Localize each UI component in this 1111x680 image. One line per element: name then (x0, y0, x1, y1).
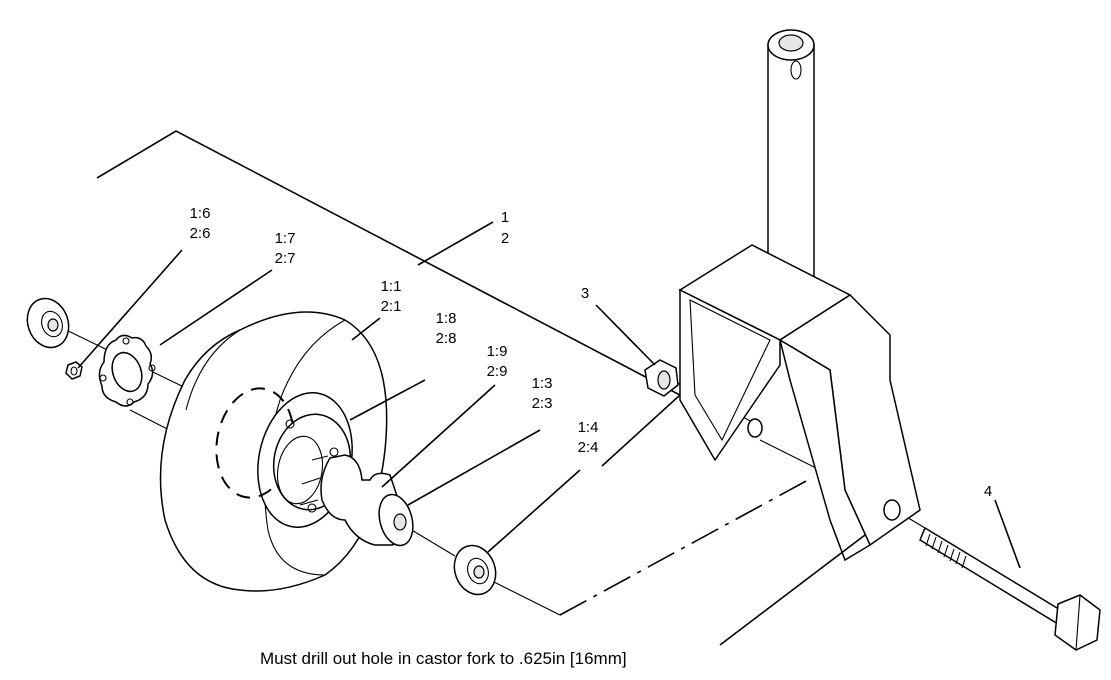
callout-1-6-line1: 1:6 (190, 205, 211, 222)
callout-1-3: 1:3 2:3 (532, 375, 553, 412)
callout-1-7: 1:7 2:7 (275, 230, 296, 267)
callout-1-6: 1:6 2:6 (190, 205, 211, 242)
callout-1-7-line1: 1:7 (275, 230, 296, 247)
callout-1-1: 1:1 2:1 (381, 278, 402, 315)
callout-3-label: 3 (581, 285, 589, 302)
small-nut (65, 361, 83, 380)
hex-bolt (919, 526, 1101, 651)
callout-4: 4 (984, 483, 992, 500)
bearing-right (453, 544, 497, 596)
callout-1-3-line2: 2:3 (532, 395, 553, 412)
callout-1-2: 1 2 (501, 209, 509, 247)
callout-3: 3 (581, 285, 589, 302)
callout-1-1-line1: 1:1 (381, 278, 402, 295)
callout-1-1-line2: 2:1 (381, 298, 402, 315)
callout-1-7-line2: 2:7 (275, 250, 296, 267)
callout-1-8-line1: 1:8 (436, 310, 457, 327)
leader-lines (77, 221, 1021, 646)
assembly-bracket-line (96, 130, 682, 467)
callout-1-4: 1:4 2:4 (578, 419, 599, 456)
drill-note: Must drill out hole in castor fork to .6… (260, 649, 627, 668)
callout-1-6-line2: 2:6 (190, 225, 211, 242)
flange-plate (98, 334, 156, 407)
callout-1-9-line2: 2:9 (487, 363, 508, 380)
alignment-line (559, 479, 809, 616)
hub-spacer (299, 454, 414, 547)
callout-1-2-line1: 1 (501, 209, 509, 226)
callout-1-8-line2: 2:8 (436, 330, 457, 347)
callout-1-4-line2: 2:4 (578, 439, 599, 456)
callout-4-label: 4 (984, 483, 992, 500)
callout-1-4-line1: 1:4 (578, 419, 599, 436)
lock-nut (644, 359, 679, 397)
callout-1-8: 1:8 2:8 (436, 310, 457, 347)
callout-1-9: 1:9 2:9 (487, 343, 508, 380)
callout-1-3-line1: 1:3 (532, 375, 553, 392)
callout-1-2-line2: 2 (501, 230, 509, 247)
bearing-left (26, 297, 70, 349)
castor-fork (678, 29, 921, 562)
callout-1-9-line1: 1:9 (487, 343, 508, 360)
wheel-tire (159, 311, 388, 592)
